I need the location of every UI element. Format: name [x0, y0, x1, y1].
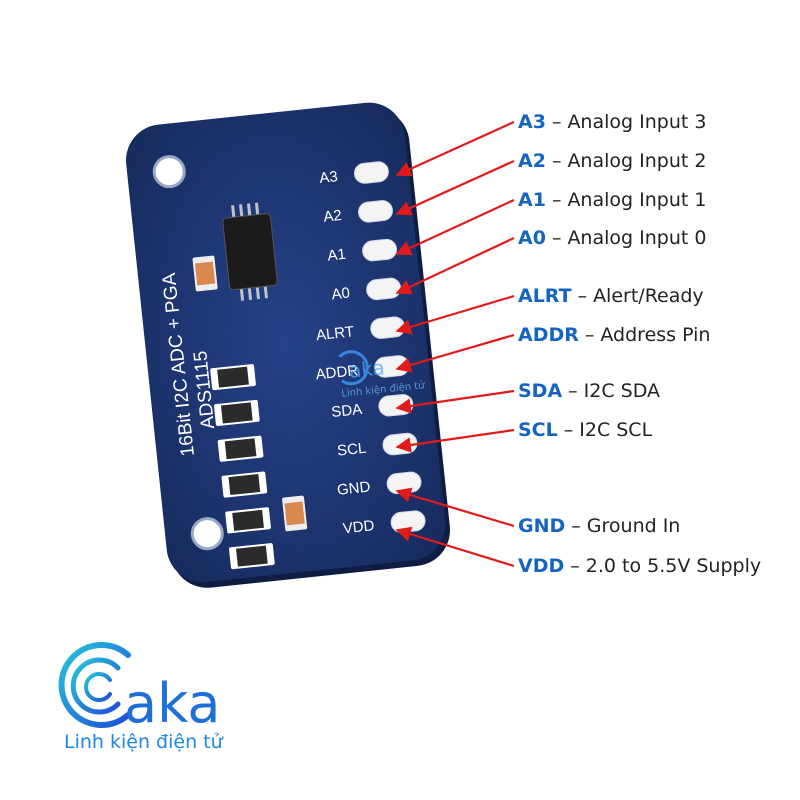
callout-pin-name: GND — [518, 515, 565, 537]
pin-label-gnd: GND — [336, 478, 371, 498]
callout-description: Address Pin — [600, 324, 710, 346]
callout-label-gnd: GND–Ground In — [518, 515, 680, 537]
callout-separator: – — [552, 111, 562, 133]
callout-label-scl: SCL–I2C SCL — [518, 419, 653, 441]
callout-separator: – — [585, 324, 595, 346]
callout-pin-name: A2 — [518, 150, 546, 172]
callout-description: Analog Input 0 — [567, 227, 706, 249]
callout-label-addr: ADDR–Address Pin — [518, 324, 710, 346]
callout-label-a1: A1–Analog Input 1 — [518, 189, 706, 211]
callout-label-a3: A3–Analog Input 3 — [518, 111, 706, 133]
pin-label-addr: ADDR — [315, 362, 359, 383]
callout-pin-name: A0 — [518, 227, 546, 249]
logo-swirl-icon — [58, 642, 131, 728]
callout-description: Analog Input 2 — [567, 150, 706, 172]
pin-pad-a2 — [358, 200, 393, 223]
mounting-hole-bottom — [190, 517, 224, 551]
callout-separator: – — [578, 285, 588, 307]
callout-arrow-sda — [395, 389, 515, 414]
callout-pin-name: SDA — [518, 380, 562, 402]
callout-arrow-gnd — [395, 487, 515, 528]
pin-label-a0: A0 — [331, 285, 351, 304]
mounting-hole-top — [152, 155, 186, 189]
watermark-logo-icon — [338, 350, 369, 386]
pin-label-a3: A3 — [319, 168, 339, 187]
callout-pin-name: A1 — [518, 189, 546, 211]
callout-description: Analog Input 1 — [567, 189, 706, 211]
callout-pin-name: ADDR — [518, 324, 579, 346]
pin-callouts: A3–Analog Input 3A2–Analog Input 2A1–Ana… — [395, 111, 761, 577]
callout-separator: – — [571, 515, 581, 537]
board-pcb — [125, 102, 446, 583]
capacitor-top — [192, 255, 218, 292]
pin-label-vdd: VDD — [342, 517, 375, 537]
breakout-board: 16Bit I2C ADC + PGA ADS1115 A3A2A1A0ALRT… — [125, 102, 451, 588]
callout-description: I2C SDA — [584, 380, 660, 402]
callout-separator: – — [568, 380, 578, 402]
callout-label-a2: A2–Analog Input 2 — [518, 150, 706, 172]
resistor-array — [210, 364, 275, 570]
callout-arrow-a0 — [395, 237, 515, 295]
callout-separator: – — [570, 555, 580, 577]
pin-label-alrt: ALRT — [315, 323, 355, 344]
callout-separator: – — [552, 227, 562, 249]
callout-arrow-a2 — [395, 159, 515, 216]
company-logo: aka Linh kiện điện tử — [58, 642, 224, 753]
callout-arrow-alrt — [395, 294, 515, 335]
callout-arrow-scl — [395, 428, 515, 453]
callout-label-alrt: ALRT–Alert/Ready — [518, 285, 704, 307]
adc-chip — [222, 202, 278, 301]
callout-separator: – — [564, 419, 574, 441]
logo-brand: aka — [124, 672, 221, 735]
callout-description: Analog Input 3 — [567, 111, 706, 133]
pin-label-a2: A2 — [323, 207, 343, 226]
callout-pin-name: A3 — [518, 111, 546, 133]
callout-pin-name: VDD — [518, 555, 564, 577]
callout-arrow-vdd — [395, 526, 515, 568]
pin-label-a1: A1 — [327, 246, 347, 265]
pin-label-scl: SCL — [336, 440, 367, 460]
callout-label-vdd: VDD–2.0 to 5.5V Supply — [518, 555, 761, 577]
callout-label-sda: SDA–I2C SDA — [518, 380, 660, 402]
callout-arrow-a3 — [395, 120, 515, 177]
capacitor-bottom — [282, 495, 308, 532]
callout-pin-name: SCL — [518, 419, 558, 441]
watermark-brand: aka — [348, 355, 386, 383]
callout-arrow-a1 — [395, 199, 515, 256]
callout-description: 2.0 to 5.5V Supply — [586, 555, 761, 577]
callout-label-a0: A0–Analog Input 0 — [518, 227, 706, 249]
callout-arrow-addr — [395, 333, 515, 373]
callout-description: Ground In — [587, 515, 681, 537]
callout-separator: – — [552, 150, 562, 172]
callout-pin-name: ALRT — [518, 285, 572, 307]
callout-description: I2C SCL — [579, 419, 652, 441]
logo-tagline: Linh kiện điện tử — [64, 731, 224, 753]
callout-separator: – — [552, 189, 562, 211]
pin-pad-a3 — [353, 161, 389, 184]
callout-description: Alert/Ready — [593, 285, 704, 307]
pin-label-sda: SDA — [331, 401, 363, 421]
